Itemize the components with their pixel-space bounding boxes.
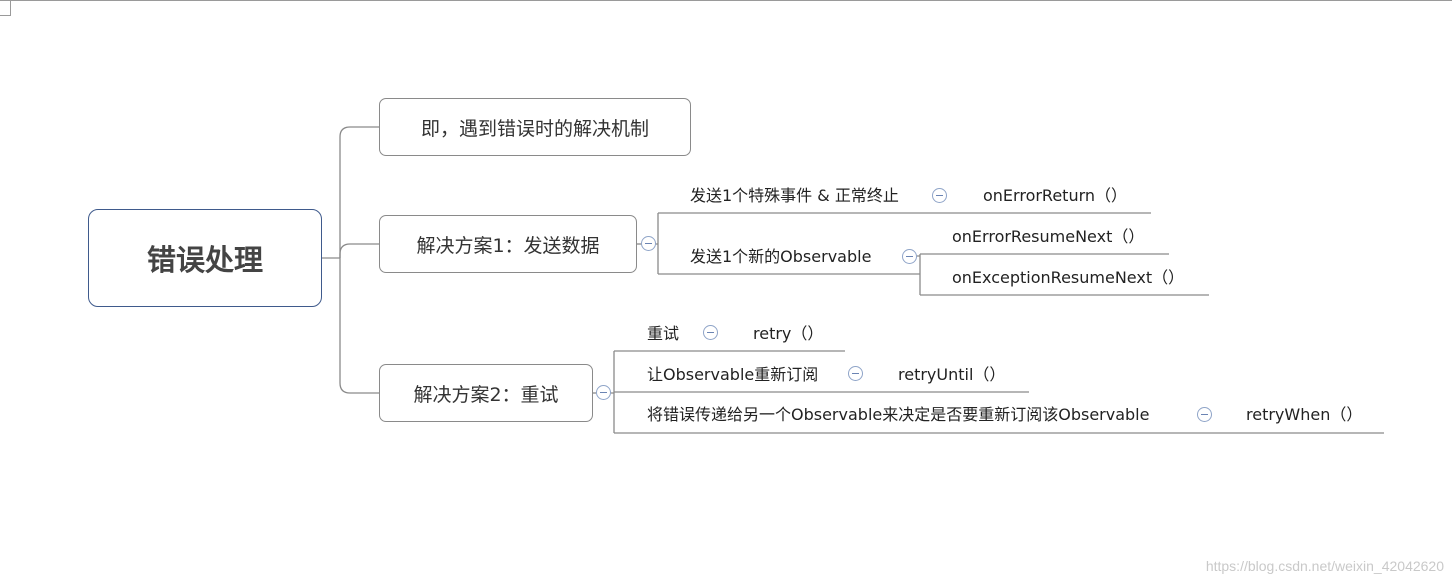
root-label: 错误处理 [146, 243, 263, 277]
leaf-send-new-observable[interactable]: 发送1个新的Observable [690, 247, 872, 266]
connector-root-to-branch-1 [339, 126, 379, 258]
collapse-minus-icon[interactable] [932, 188, 947, 203]
connector-root-to-branch-3 [339, 258, 379, 394]
collapse-minus-icon[interactable] [1197, 407, 1212, 422]
collapse-minus-icon[interactable] [703, 325, 718, 340]
leaf-method-retry[interactable]: retry（） [753, 324, 824, 343]
connector-root-to-branch-2 [339, 243, 379, 258]
root-node[interactable]: 错误处理 [88, 209, 322, 307]
branch-label: 解决方案2：重试 [413, 383, 559, 406]
leaf-retry-label[interactable]: 重试 [647, 324, 680, 343]
leaf-resubscribe-label[interactable]: 让Observable重新订阅 [647, 365, 819, 384]
connector-b2-spine [656, 213, 659, 274]
connector-b3-spine [611, 351, 615, 433]
branch-node-definition[interactable]: 即，遇到错误时的解决机制 [379, 98, 691, 156]
collapse-minus-icon[interactable] [848, 366, 863, 381]
leaf-method-onerrorresumenext[interactable]: onErrorResumeNext（） [952, 227, 1145, 246]
leaf-send-special-event[interactable]: 发送1个特殊事件 & 正常终止 [690, 186, 899, 205]
collapse-minus-icon[interactable] [902, 249, 917, 264]
collapse-minus-icon[interactable] [596, 385, 611, 400]
leaf-method-retrywhen[interactable]: retryWhen（） [1246, 405, 1363, 424]
corner-mark-h [0, 15, 11, 16]
leaf-method-onexceptionresumenext[interactable]: onExceptionResumeNext（） [952, 268, 1185, 287]
top-border-line [0, 0, 1452, 1]
leaf-method-retryuntil[interactable]: retryUntil（） [898, 365, 1006, 384]
corner-mark-v [10, 0, 11, 16]
branch-node-solution-2[interactable]: 解决方案2：重试 [379, 364, 593, 422]
leaf-method-onerrorreturn[interactable]: onErrorReturn（） [983, 186, 1128, 205]
branch-label: 即，遇到错误时的解决机制 [420, 117, 649, 140]
branch-node-solution-1[interactable]: 解决方案1：发送数据 [379, 215, 637, 273]
collapse-minus-icon[interactable] [641, 236, 656, 251]
watermark-url: https://blog.csdn.net/weixin_42042620 [1205, 558, 1444, 574]
leaf-pass-error-label[interactable]: 将错误传递给另一个Observable来决定是否要重新订阅该Observable [647, 405, 1150, 424]
connector-b2c2-spine [917, 254, 921, 295]
branch-label: 解决方案1：发送数据 [416, 234, 600, 257]
